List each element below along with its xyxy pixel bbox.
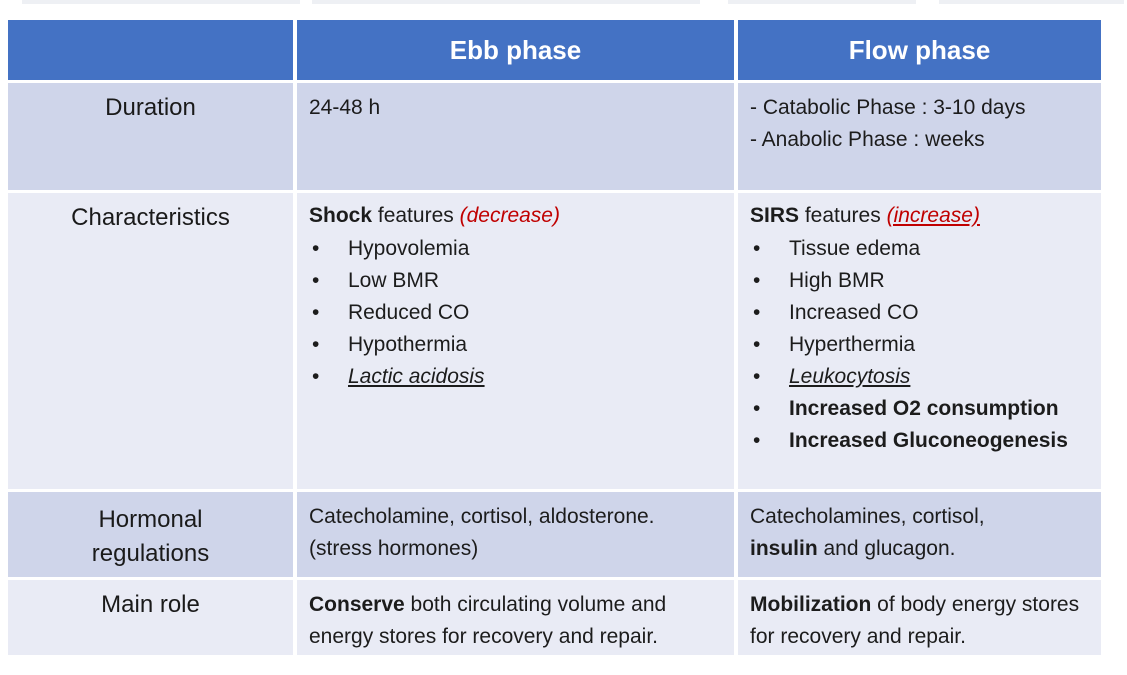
top-crop-artifact [939,0,1124,4]
row-label-duration: Duration [8,83,293,190]
bullet-icon [309,265,348,297]
header-cell-ebb-phase: Ebb phase [297,20,734,80]
main-role-flow-cell: Mobilization of body energy stores for r… [738,580,1101,655]
flow-bullet-text: High BMR [789,269,885,293]
flow-bullet-text: Increased Gluconeogenesis [789,428,1068,452]
ebb-features-heading: Shock features (decrease) [309,202,722,230]
row-label-hormonal-regulations: Hormonal regulations [8,492,293,577]
ebb-bullet-text: Lactic acidosis [348,364,485,388]
hormonal-label-text: Hormonal regulations [91,506,210,568]
ebb-bullet-text: Low BMR [348,269,440,293]
duration-flow-cell: - Catabolic Phase : 3-10 days - Anabolic… [738,83,1101,190]
bullet-icon [750,265,789,297]
bullet-icon [750,233,789,265]
main-role-flow-bold: Mobilization [750,593,872,616]
list-item: Hyperthermia [750,329,1089,361]
duration-label-text: Duration [105,94,196,121]
list-item: Increased Gluconeogenesis [750,425,1089,457]
flow-bullet-text: Hyperthermia [789,333,916,357]
list-item: Tissue edema [750,233,1089,265]
flow-features-heading: SIRS features (increase) [750,202,1089,230]
bullet-icon [750,329,789,361]
hormonal-flow-bold: insulin [750,536,818,560]
list-item: Increased CO [750,297,1089,329]
comparison-table: Ebb phase Flow phase Duration 24-48 h - … [8,20,1101,655]
bullet-icon [309,233,348,265]
flow-bullet-text: Tissue edema [789,237,921,261]
bullet-icon [750,297,789,329]
row-label-main-role: Main role [8,580,293,655]
row-label-characteristics: Characteristics [8,193,293,489]
characteristics-flow-cell: SIRS features (increase) Tissue edema Hi… [738,193,1101,489]
bullet-icon [750,393,789,425]
top-crop-artifact [22,0,300,4]
list-item: Hypothermia [309,329,722,361]
bullet-icon [309,361,348,393]
characteristics-label-text: Characteristics [71,204,230,231]
hormonal-flow-line1: Catecholamines, cortisol, [750,505,985,528]
characteristics-ebb-cell: Shock features (decrease) Hypovolemia Lo… [297,193,734,489]
flow-heading-normal: features [799,204,887,227]
ebb-bullet-text: Hypothermia [348,333,468,357]
main-role-label-text: Main role [101,591,200,618]
top-crop-artifact [312,0,700,4]
list-item: Hypovolemia [309,233,722,265]
hormonal-flow-cell: Catecholamines, cortisol, insulin and gl… [738,492,1101,577]
flow-bullet-text: Increased CO [789,301,919,325]
hormonal-ebb-line2: (stress hormones) [309,536,479,560]
main-role-ebb-rest: both circulating volume and energy store… [309,593,667,648]
bullet-icon [750,361,789,393]
list-item: Reduced CO [309,297,722,329]
bullet-icon [750,425,789,457]
hormonal-flow-rest: and glucagon. [817,536,956,560]
bullet-icon [309,329,348,361]
flow-bullet-list: Tissue edema High BMR Increased CO Hyper… [750,233,1089,456]
top-crop-artifact [728,0,916,4]
hormonal-ebb-line1: Catecholamine, cortisol, aldosterone. [309,505,655,528]
main-role-ebb-cell: Conserve both circulating volume and ene… [297,580,734,655]
flow-heading-bold: SIRS [750,204,800,227]
hormonal-flow-line2: insulin and glucagon. [750,533,1089,565]
ebb-heading-bold: Shock [309,204,373,227]
flow-bullet-text: Increased O2 consumption [789,396,1059,420]
hormonal-ebb-cell: Catecholamine, cortisol, aldosterone. (s… [297,492,734,577]
ebb-heading-accent: (decrease) [459,204,560,227]
duration-ebb-text: 24-48 h [309,96,381,119]
ebb-bullet-list: Hypovolemia Low BMR Reduced CO Hypotherm… [309,233,722,393]
header-cell-flow-phase: Flow phase [738,20,1101,80]
ebb-heading-normal: features [372,204,460,227]
list-item: High BMR [750,265,1089,297]
bullet-icon [309,297,348,329]
ebb-phase-title: Ebb phase [449,34,582,65]
ebb-bullet-text: Hypovolemia [348,237,470,261]
list-item: Leukocytosis [750,361,1089,393]
main-role-ebb-bold: Conserve [309,593,405,616]
duration-ebb-cell: 24-48 h [297,83,734,190]
list-item: Lactic acidosis [309,361,722,393]
flow-heading-accent: (increase) [886,204,980,227]
header-cell-empty [8,20,293,80]
list-item: Low BMR [309,265,722,297]
ebb-bullet-text: Reduced CO [348,301,470,325]
main-role-flow-rest: of body energy stores for recovery and r… [750,593,1080,648]
flow-phase-title: Flow phase [848,34,991,65]
list-item: Increased O2 consumption [750,393,1089,425]
duration-flow-line2: - Anabolic Phase : weeks [750,127,985,151]
flow-bullet-text: Leukocytosis [789,364,911,388]
duration-flow-line1: - Catabolic Phase : 3-10 days [750,96,1026,119]
